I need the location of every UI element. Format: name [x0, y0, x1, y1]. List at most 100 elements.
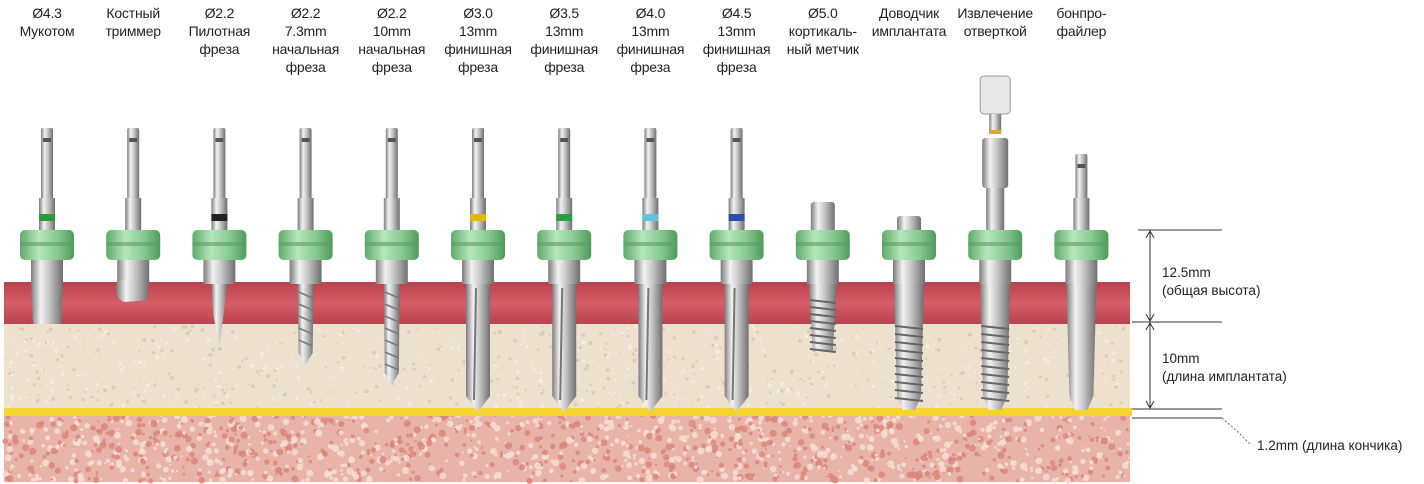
tool-11: [882, 216, 936, 410]
tool-label-7: Ø3.5 13mm финишная фреза: [530, 5, 598, 75]
drill-flute: [384, 327, 400, 335]
tool-neck: [375, 260, 408, 284]
shaft-collar: [383, 198, 400, 230]
tap-thread: [809, 334, 836, 339]
tap-thread: [809, 327, 836, 332]
implant-thread: [981, 373, 1010, 378]
mucotome-tip: [31, 284, 63, 324]
implant-thread: [894, 357, 924, 362]
tool-2: [106, 128, 161, 302]
dimension-total-value: 12.5mm: [1162, 265, 1211, 280]
drill-flute: [559, 287, 564, 401]
tool-10: [795, 202, 850, 353]
dimension-markers: [1132, 229, 1251, 445]
stopper-groove: [537, 242, 592, 246]
stopper-groove: [709, 242, 764, 246]
shaft-notch: [215, 138, 224, 142]
driver-lower: [986, 188, 1005, 232]
drill-flute: [731, 287, 736, 401]
stopper-groove: [106, 242, 161, 246]
tool-9: [709, 128, 764, 412]
shaft-notch: [560, 138, 569, 142]
twist-drill: [297, 284, 314, 365]
tool-neck: [1065, 260, 1098, 284]
drill-flute: [384, 315, 400, 323]
tool-neck: [31, 260, 63, 284]
shaft-notch: [1077, 164, 1086, 168]
tool-label-12: Извлечение отверткой: [957, 5, 1033, 39]
shaft-notch: [301, 138, 310, 142]
trimmer-blade: [116, 280, 150, 302]
color-band: [728, 214, 745, 221]
tool-neck: [634, 260, 667, 284]
final-drill: [466, 284, 490, 412]
dim-arrowheads-total: [1145, 229, 1155, 323]
dim-arrowheads-implant: [1145, 321, 1155, 410]
stopper-groove: [623, 242, 678, 246]
tool-neck: [979, 260, 1012, 284]
implant-thread: [981, 357, 1010, 362]
drill-flute: [645, 287, 650, 401]
shaft-notch: [43, 138, 51, 142]
drill-flute: [298, 315, 313, 323]
tool-12: [968, 75, 1023, 410]
dimension-implant: 10mm (длина имплантата): [1162, 350, 1287, 386]
implant-thread: [981, 349, 1010, 354]
implant-thread: [981, 397, 1010, 402]
shaft-notch: [474, 138, 482, 142]
implant-thread: [894, 325, 924, 330]
shaft-notch: [129, 138, 138, 142]
shaft-collar: [297, 198, 314, 230]
tool-label-11: Доводчик имплантата: [871, 5, 947, 39]
tool-neck: [289, 260, 322, 284]
implant-thread: [894, 341, 924, 346]
drill-flute: [384, 303, 400, 311]
tap-thread: [809, 306, 836, 311]
drill-flute: [473, 287, 477, 401]
implant-thread: [894, 397, 924, 402]
drill-flute: [298, 327, 313, 335]
drill-flute: [384, 351, 400, 359]
tool-6: [451, 128, 505, 412]
implant-thread: [981, 341, 1010, 346]
stopper-groove: [192, 242, 247, 246]
dimension-implant-value: 10mm: [1162, 351, 1200, 366]
stopper-groove: [364, 242, 419, 246]
shaft-collar: [1073, 198, 1090, 230]
shaft-collar: [125, 198, 142, 230]
pilot-drill-tip: [211, 284, 228, 346]
driver-body: [982, 138, 1009, 188]
stopper-groove: [278, 242, 333, 246]
tool-neck: [720, 260, 753, 284]
stopper-groove: [882, 242, 936, 246]
tool-label-10: Ø5.0 кортикаль- ный метчик: [786, 5, 859, 57]
tool-neck: [462, 260, 494, 284]
final-drill: [552, 284, 577, 412]
stopper-groove: [451, 242, 505, 246]
tap-thread: [809, 299, 836, 304]
implant-thread: [894, 373, 924, 378]
stopper-groove: [20, 242, 74, 246]
driver-ring: [989, 130, 1002, 134]
dimension-total-desc: (общая высота): [1162, 283, 1261, 298]
shaft-notch: [732, 138, 741, 142]
drill-flute: [298, 339, 313, 347]
tool-label-1: Ø4.3 Мукотом: [19, 5, 75, 39]
tools: [20, 75, 1109, 412]
stopper-groove: [968, 242, 1023, 246]
shaft-notch: [646, 138, 655, 142]
implant-thread: [981, 365, 1010, 370]
drill-flute: [298, 291, 313, 299]
shaft-notch: [387, 138, 396, 142]
driver-neck: [989, 114, 1002, 134]
final-drill: [724, 284, 749, 412]
dimension-tip: 1.2mm (длина кончика): [1257, 437, 1402, 455]
tool-label-4: Ø2.2 7.3mm начальная фреза: [272, 5, 340, 75]
tool-label-9: Ø4.5 13mm финишная фреза: [702, 5, 771, 75]
color-band: [556, 214, 573, 221]
dim-leader-tip: [1221, 417, 1251, 445]
tool-8: [623, 128, 678, 412]
tool-neck: [548, 260, 581, 284]
tool-neck: [203, 260, 236, 284]
